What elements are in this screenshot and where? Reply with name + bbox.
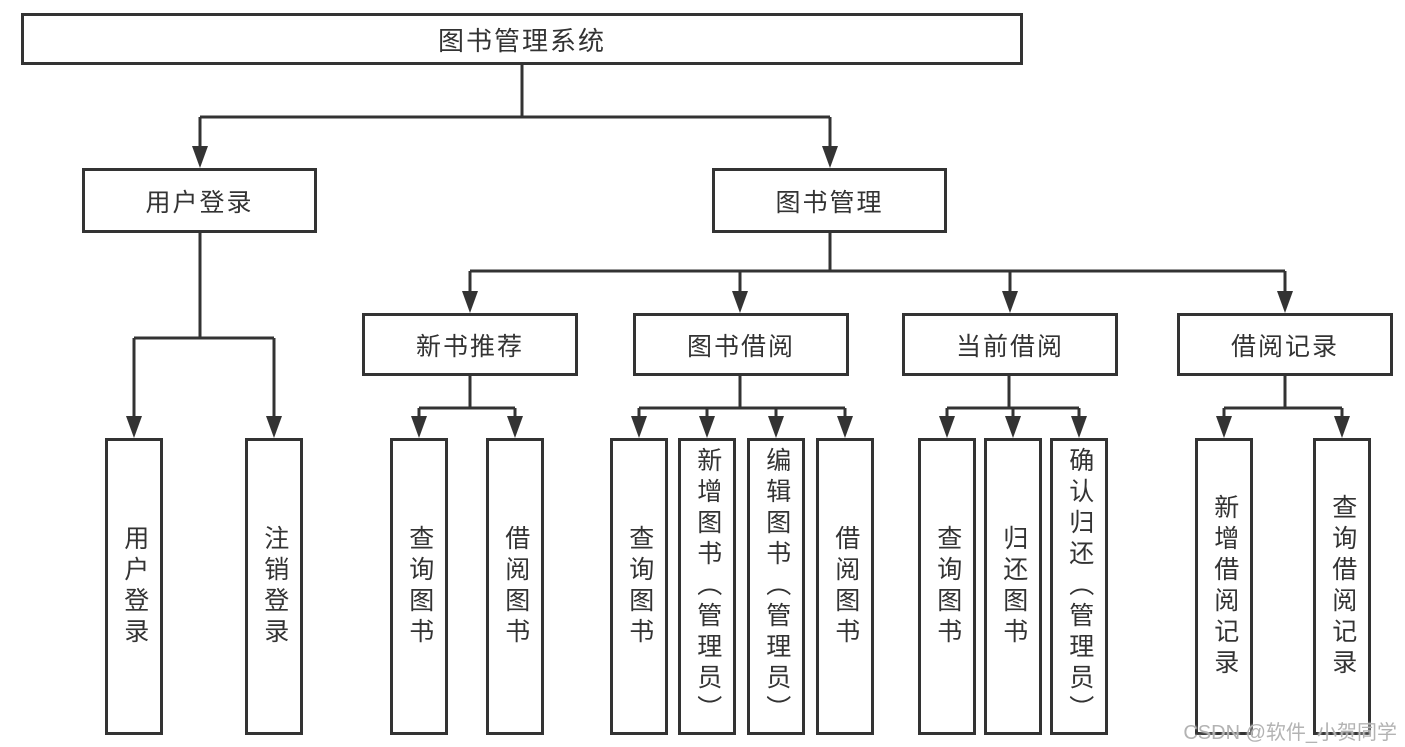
node-current-borrow: 当前借阅 — [902, 313, 1118, 376]
node-user-login-label: 用户登录 — [145, 188, 254, 217]
leaf-logout-label: 注销登录 — [260, 524, 289, 649]
csdn-watermark: CSDN @软件_小贺同学 — [1183, 722, 1397, 744]
leaf-query-books-borrow-label: 查询图书 — [625, 524, 654, 649]
node-borrow-records: 借阅记录 — [1177, 313, 1393, 376]
leaf-confirm-return-admin: 确认归还（管理员） — [1050, 438, 1108, 735]
node-book-management: 图书管理 — [712, 168, 947, 233]
leaf-edit-books-admin: 编辑图书（管理员） — [747, 438, 805, 735]
node-book-management-label: 图书管理 — [775, 188, 884, 217]
leaf-borrow-books-recommend: 借阅图书 — [486, 438, 544, 735]
leaf-return-books: 归还图书 — [984, 438, 1042, 735]
node-user-login: 用户登录 — [82, 168, 317, 233]
leaf-logout: 注销登录 — [245, 438, 303, 735]
leaf-add-borrow-record: 新增借阅记录 — [1195, 438, 1253, 735]
leaf-confirm-return-admin-label: 确认归还（管理员） — [1065, 447, 1094, 726]
leaf-query-books-recommend: 查询图书 — [390, 438, 448, 735]
node-current-borrow-label: 当前借阅 — [955, 332, 1064, 361]
leaf-query-books-current: 查询图书 — [918, 438, 976, 735]
leaf-add-books-admin: 新增图书（管理员） — [678, 438, 736, 735]
leaf-query-books-recommend-label: 查询图书 — [405, 524, 434, 649]
leaf-add-borrow-record-label: 新增借阅记录 — [1210, 493, 1239, 680]
node-root-label: 图书管理系统 — [437, 25, 606, 56]
leaf-edit-books-admin-label: 编辑图书（管理员） — [762, 447, 791, 726]
node-root: 图书管理系统 — [21, 13, 1023, 65]
leaf-query-borrow-record: 查询借阅记录 — [1313, 438, 1371, 735]
node-book-borrow-label: 图书借阅 — [686, 332, 795, 361]
leaf-user-login: 用户登录 — [105, 438, 163, 735]
node-new-book-recommend-label: 新书推荐 — [415, 332, 524, 361]
arrowheads — [126, 146, 1350, 438]
leaf-borrow-books-label: 借阅图书 — [831, 524, 860, 649]
leaf-query-borrow-record-label: 查询借阅记录 — [1328, 493, 1357, 680]
node-book-borrow: 图书借阅 — [633, 313, 849, 376]
node-new-book-recommend: 新书推荐 — [362, 313, 578, 376]
leaf-borrow-books-recommend-label: 借阅图书 — [501, 524, 530, 649]
leaf-borrow-books: 借阅图书 — [816, 438, 874, 735]
leaf-user-login-label: 用户登录 — [120, 524, 149, 649]
leaf-query-books-borrow: 查询图书 — [610, 438, 668, 735]
leaf-add-books-admin-label: 新增图书（管理员） — [693, 447, 722, 726]
leaf-query-books-current-label: 查询图书 — [933, 524, 962, 649]
node-borrow-records-label: 借阅记录 — [1230, 332, 1339, 361]
leaf-return-books-label: 归还图书 — [999, 524, 1028, 649]
